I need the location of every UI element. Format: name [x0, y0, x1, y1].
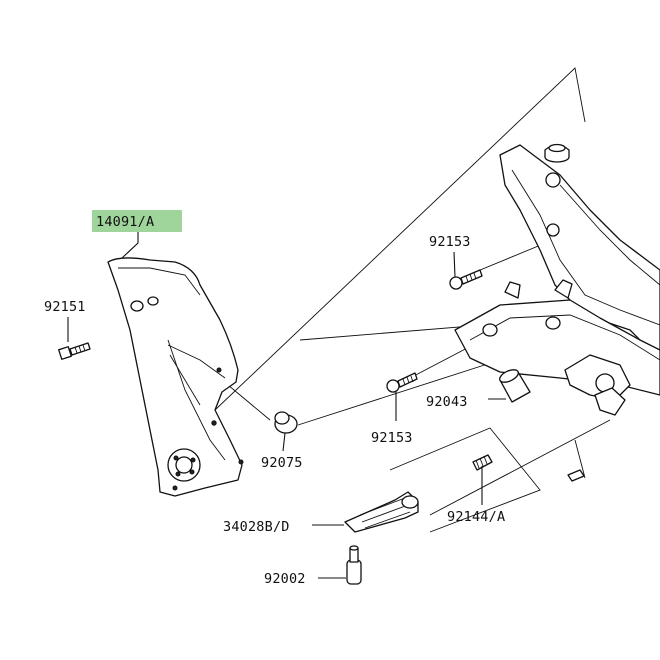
cover-mount-boss [147, 296, 159, 306]
pin-body [346, 559, 362, 585]
side-cover-14091A [107, 257, 244, 497]
cover-crease [167, 344, 226, 379]
screw-92153-lower [386, 372, 418, 393]
spring-92144 [472, 454, 493, 471]
part-labels: 14091/A 92151 92153 92153 92043 92075 34… [44, 210, 505, 587]
cover-dot [172, 485, 178, 491]
collar-92043 [499, 369, 531, 403]
cover-mount-hole [130, 300, 144, 312]
screw-thread [402, 375, 414, 386]
guide-line-screw-upper [467, 241, 549, 276]
bracket-tab-right [554, 279, 573, 299]
pin-tip [349, 545, 359, 551]
pivot-nut [594, 387, 626, 416]
screw-shank [460, 269, 483, 285]
spring-coils [475, 455, 488, 469]
screw-shank [397, 372, 418, 388]
label-92075[interactable]: 92075 [261, 455, 303, 471]
screw-head [386, 379, 400, 393]
cotter-pin [567, 469, 585, 482]
bolt-92151 [58, 342, 91, 360]
grommet-inner [274, 411, 290, 425]
pivot-bolt-hole [173, 455, 179, 461]
label-34028BD[interactable]: 34028B/D [223, 519, 290, 535]
guide-line-pivot [429, 419, 611, 516]
label-92153-lower[interactable]: 92153 [371, 430, 413, 446]
label-14091A[interactable]: 14091/A [96, 214, 154, 230]
cover-pivot-center [175, 456, 193, 474]
cover-dot [211, 420, 217, 426]
frame-hole-top [545, 172, 561, 188]
bolt-head [58, 346, 72, 360]
screw-92153-upper [449, 269, 483, 290]
bracket-tab-left [504, 281, 521, 299]
pivot-bolt-hole [190, 457, 196, 463]
screw-thread [465, 272, 477, 283]
leader-14091A [121, 232, 139, 259]
subassembly-frame [389, 427, 541, 533]
guide-line-clip [574, 439, 586, 479]
label-92043[interactable]: 92043 [426, 394, 468, 410]
cover-dot [216, 367, 222, 373]
label-92144A[interactable]: 92144/A [447, 509, 505, 525]
highlight-box-14091A [92, 210, 182, 232]
screw-head [449, 276, 463, 290]
grommet-top-cap [548, 143, 566, 153]
frame-plate [499, 144, 660, 361]
pin-92002 [346, 545, 362, 585]
pivot-bolt-hole [189, 469, 195, 475]
bracket-hole-right [545, 316, 561, 330]
footpeg-pivot [401, 495, 419, 509]
label-92151[interactable]: 92151 [44, 299, 86, 315]
leader-92153-upper [453, 251, 456, 278]
guide-line-frame [214, 67, 586, 411]
frame-upper-edge [559, 184, 660, 286]
label-92153-upper[interactable]: 92153 [429, 234, 471, 250]
bracket-hole-left [482, 323, 498, 337]
cover-dot [238, 459, 244, 465]
pivot-bolt-hole [175, 471, 181, 477]
rear-frame-bracket [454, 144, 660, 416]
grommet-92075 [274, 411, 298, 434]
footpeg-grip [359, 497, 411, 529]
frame-inner-edge [511, 169, 660, 326]
rubber-grommet-top [544, 143, 570, 163]
bolt-thread [74, 344, 86, 354]
leader-92075 [282, 432, 286, 452]
collar-end [499, 369, 519, 383]
bracket-inner-edge [469, 314, 660, 361]
guide-line-grommet [297, 359, 501, 426]
cover-top-edge [118, 267, 201, 296]
label-92002[interactable]: 92002 [264, 571, 306, 587]
cover-slot-edge [169, 354, 201, 406]
leader-lines [67, 232, 506, 579]
footpeg-subassembly [344, 427, 585, 533]
frame-hole-mid [546, 223, 560, 237]
